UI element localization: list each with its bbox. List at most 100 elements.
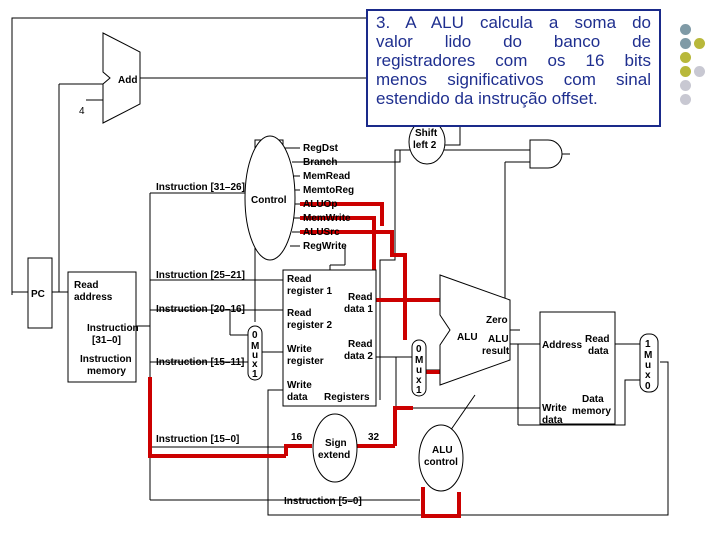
memtoreg-mux [639,333,659,393]
mux-a-0: 0 [252,330,258,341]
mux-c-0: 0 [645,381,651,392]
read-data-1-label-1: Read [348,292,372,303]
read-data-label-1: Read [585,334,609,345]
mux-a-x: x [252,359,258,370]
signal-aluop: ALUOp [303,199,337,210]
read-data-label-2: data [588,346,609,357]
mux-c-1: 1 [645,339,651,350]
adder-label: Add [118,75,137,86]
dot-icon [694,66,705,77]
dot-icon [680,24,691,35]
pc-label: PC [31,289,45,300]
write-register-label-2: register [287,356,324,367]
data-memory-label-1: Data [582,394,604,405]
alu [439,274,511,386]
instr-15-11-label: Instruction [15–11] [156,357,244,368]
dot-icon [680,80,691,91]
dot-icon [680,38,691,49]
shift-label-1: Shift [415,128,438,139]
data-memory-label-2: memory [572,406,611,417]
signal-branch: Branch [303,157,337,168]
highlighted-path [148,202,461,518]
signal-regwrite: RegWrite [303,241,347,252]
alu-control [418,424,464,492]
instr-5-0-label: Instruction [5–0] [284,496,362,507]
mux-b-u: u [416,365,422,376]
instruction-memory [67,271,137,383]
control-label: Control [251,195,287,206]
regdst-mux [247,325,263,381]
alu-control-label-2: control [424,457,458,468]
instr-25-21-label: Instruction [25–21] [156,270,245,281]
instruction-memory-label-2: memory [87,366,126,377]
write-register-label-1: Write [287,344,312,355]
dm-write-data-label-1: Write [542,403,567,414]
mux-c-u: u [645,360,651,371]
callout-line-2: valor lido do banco de [376,32,651,51]
dot-icon [680,94,691,105]
read-data-1-label-2: data 1 [344,304,373,315]
shift-label-2: left 2 [413,140,437,151]
mux-b-x: x [416,375,422,386]
datapath-wires [11,17,669,516]
read-register-1-label-1: Read [287,274,311,285]
read-data-2-label-2: data 2 [344,351,373,362]
signal-memtoreg: MemtoReg [303,185,354,196]
sign-extend-in-width: 16 [291,432,303,443]
read-register-2-label-1: Read [287,308,311,319]
read-data-2-label-1: Read [348,339,372,350]
mux-a-u: u [252,350,258,361]
branch-and-gate [529,139,563,169]
explanation-callout: 3. A ALU calcula a soma do valor lido do… [366,9,661,127]
constant-four: 4 [79,106,85,117]
address-label: Address [542,340,582,351]
pc-adder [102,32,141,124]
data-memory [539,311,616,425]
callout-line-5: estendido da instrução offset. [376,89,598,108]
mux-c-m: M [644,350,652,361]
read-address-label-2: address [74,292,113,303]
zero-label: Zero [486,315,508,326]
signal-regdst: RegDst [303,143,339,154]
signal-memread: MemRead [303,171,350,182]
control-unit [244,135,296,261]
instr-15-0-label: Instruction [15–0] [156,434,239,445]
dot-icon [680,66,691,77]
instr-31-26-label: Instruction [31–26] [156,182,245,193]
alu-result-label-1: ALU [488,334,509,345]
callout-line-3: registradores com os 16 bits [376,51,651,70]
mux-b-0: 0 [416,344,422,355]
sign-extend [312,413,358,483]
dm-write-data-label-2: data [542,415,563,426]
instr-20-16-label: Instruction [20–16] [156,304,245,315]
register-file [282,269,377,407]
dot-icon [694,38,705,49]
read-register-2-label-2: register 2 [287,320,332,331]
instruction-label-1: Instruction [87,323,139,334]
alu-label: ALU [457,332,478,343]
signal-alusrc: ALUSrc [303,227,340,238]
callout-line-1: 3. A ALU calcula a soma do [376,13,651,32]
registers-label: Registers [324,392,370,403]
control-signals: RegDst Branch MemRead MemtoReg ALUOp Mem… [303,143,354,252]
mux-a-m: M [251,341,259,352]
sign-extend-label-1: Sign [325,438,347,449]
alu-control-label-1: ALU [432,445,453,456]
read-address-label-1: Read [74,280,98,291]
program-counter [27,257,53,329]
read-register-1-label-2: register 1 [287,286,332,297]
sign-extend-out-width: 32 [368,432,380,443]
instruction-label-2: [31–0] [92,335,121,346]
callout-line-4: menos significativos com sinal [376,70,651,89]
mux-c-x: x [645,370,651,381]
alu-result-label-2: result [482,346,510,357]
write-data-label-1: Write [287,380,312,391]
signal-memwrite: MemWrite [303,213,351,224]
mux-b-1: 1 [416,385,422,396]
dot-icon [680,52,691,63]
mux-a-1: 1 [252,369,258,380]
instruction-memory-label-1: Instruction [80,354,132,365]
mux-b-m: M [415,355,423,366]
write-data-label-2: data [287,392,308,403]
